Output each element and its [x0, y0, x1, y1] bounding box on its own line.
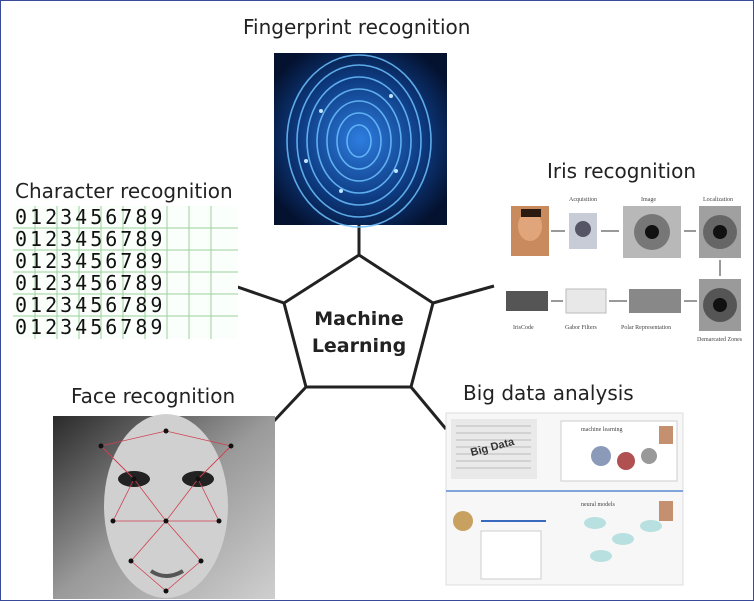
bigdata-image: Big Data machine learning neural models [445, 412, 684, 586]
digit-row: 0123456789 [15, 271, 166, 295]
center-line-2: Learning [311, 335, 407, 357]
digit-row: 0123456789 [15, 249, 166, 273]
connector-face [272, 385, 308, 423]
center-line-1: Machine [314, 308, 404, 330]
fingerprint-image [274, 53, 447, 228]
center-pentagon [282, 253, 435, 389]
bigdata-label: Big data analysis [463, 381, 634, 405]
digit-row: 0123456789 [15, 227, 166, 251]
svg-text:Image: Image [641, 197, 656, 203]
svg-text:Localization: Localization [703, 197, 733, 203]
connector-iris [432, 284, 495, 305]
iris-label: Iris recognition [547, 159, 697, 183]
character-image [13, 206, 238, 339]
connector-lines [225, 223, 495, 430]
character-label: Character recognition [15, 179, 233, 203]
center-title: Machine Learning [294, 306, 424, 360]
digit-grid: 0123456789 0123456789 0123456789 0123456… [15, 206, 239, 339]
svg-text:Polar Representation: Polar Representation [621, 325, 671, 331]
connector-bigdata [409, 386, 448, 430]
svg-text:Acquisition: Acquisition [569, 197, 597, 203]
digit-row: 0123456789 [15, 315, 166, 339]
fingerprint-label: Fingerprint recognition [243, 15, 471, 39]
svg-text:IrisCode: IrisCode [513, 325, 534, 331]
face-image [53, 414, 275, 599]
digit-row: 0123456789 [15, 293, 166, 317]
iris-image: Acquisition Image Localization IrisCode … [501, 191, 745, 343]
bigdata-panel-top: machine learning [581, 427, 622, 433]
face-label: Face recognition [71, 384, 236, 408]
bigdata-panel-bottom: neural models [581, 502, 615, 508]
svg-text:Gabor Filters: Gabor Filters [565, 325, 597, 331]
svg-text:Demarcated Zones: Demarcated Zones [697, 337, 743, 343]
digit-row: 0123456789 [15, 205, 166, 229]
